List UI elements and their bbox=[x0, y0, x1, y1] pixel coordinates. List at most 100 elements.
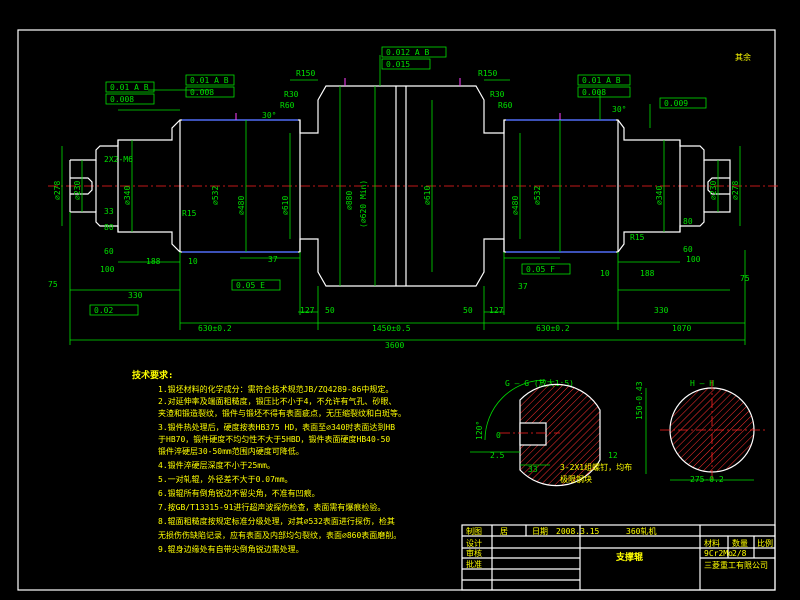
tb-part-name: 支撑辊 bbox=[615, 551, 643, 563]
tb-draw-by: 居 bbox=[500, 527, 508, 536]
tb-date: 2008.3.15 bbox=[556, 527, 600, 536]
dim-d340-left: ⌀340 bbox=[123, 186, 132, 205]
gdt-left3-text: 0.01 A B bbox=[190, 76, 229, 85]
gdt-right1-text: 0.01 A B bbox=[582, 76, 621, 85]
dim-75-right: 75 bbox=[740, 274, 750, 283]
dim-r60-left: R60 bbox=[280, 101, 295, 110]
dim-10-left: 10 bbox=[188, 257, 198, 266]
gdt-left2-text: 0.008 bbox=[110, 95, 134, 104]
note-line: 2.对延伸率及端面粗糙度，锻压比不小于4，不允许有气孔、砂眼、 bbox=[158, 396, 396, 406]
tb-qty-label: 数量 bbox=[732, 538, 748, 548]
tb-material-label: 材料 bbox=[704, 538, 720, 548]
dim-80-left: 80 bbox=[104, 223, 114, 232]
surface-marks bbox=[235, 78, 561, 120]
gdt-right2-text: 0.008 bbox=[582, 88, 606, 97]
dim-1450: 1450±0.5 bbox=[372, 324, 411, 333]
dim-d278-left: ⌀278 bbox=[53, 181, 62, 200]
dim-d620: (⌀620 Min) bbox=[359, 180, 368, 228]
dim-r150-left: R150 bbox=[296, 69, 315, 78]
g-dim-12: 12 bbox=[608, 451, 618, 460]
section-g-label: G — G (放大1:5) bbox=[505, 378, 574, 388]
dimension-lines bbox=[61, 55, 746, 345]
outer-frame bbox=[17, 29, 776, 591]
tb-company: 三菱重工有限公司 bbox=[704, 560, 768, 570]
dim-100-right: 100 bbox=[686, 255, 701, 264]
dim-60-left: 60 bbox=[104, 247, 114, 256]
dim-127-right: 127 bbox=[489, 306, 504, 315]
gdt-left1-text: 0.01 A B bbox=[110, 83, 149, 92]
gdt-right3-text: 0.009 bbox=[664, 99, 688, 108]
dim-d532-left: ⌀532 bbox=[211, 186, 220, 205]
note-line: 6.锻辊所有倒角锐边不留尖角，不准有凹痕。 bbox=[158, 488, 320, 498]
note-line: 8.辊面粗糙度按规定标准分级处理，对其⌀532表面进行探伤，检其 bbox=[158, 516, 395, 526]
gdt-frame-right1: 0.01 A B 0.008 bbox=[577, 74, 631, 98]
h-dim-275: 275-0.2 bbox=[690, 475, 724, 484]
dim-d480-left: ⌀480 bbox=[237, 196, 246, 215]
tb-check: 设计 bbox=[466, 538, 482, 548]
gdt-perp1-text: 0.05 E bbox=[236, 281, 265, 290]
dim-d480-right: ⌀480 bbox=[511, 196, 520, 215]
gdt-frame-left1: 0.01 A B 0.008 bbox=[105, 81, 155, 105]
dim-33: 33 bbox=[104, 207, 114, 216]
dim-1070: 1070 bbox=[672, 324, 691, 333]
dim-50-right: 50 bbox=[463, 306, 473, 315]
dim-d230-left: ⌀230 bbox=[73, 181, 82, 200]
note-line: 于HB70，锻件硬度不均匀性不大于5HBD，锻件表面硬度HB40-50 bbox=[158, 434, 390, 444]
dim-100-left: 100 bbox=[100, 265, 115, 274]
note-line: 7.按GB/T13315-91进行超声波探伤检查，表面需有爆痕检验。 bbox=[158, 502, 385, 512]
roughness-note: 其余 bbox=[735, 52, 751, 62]
dim-d340-right: ⌀340 bbox=[655, 186, 664, 205]
dim-r30-right: R30 bbox=[490, 90, 505, 99]
gdt-flat-text: 0.02 bbox=[94, 306, 113, 315]
g-dim-2.5: 2.5 bbox=[490, 451, 505, 460]
dim-37-right: 37 bbox=[518, 282, 528, 291]
dim-thread: 2X2-M6 bbox=[104, 155, 133, 164]
notes-title: 技术要求: bbox=[132, 369, 173, 381]
gdt-frame-center: 0.012 A B 0.015 bbox=[381, 46, 447, 70]
gdt-perp2: 0.05 F bbox=[521, 263, 571, 275]
tb-review: 审核 bbox=[466, 548, 482, 558]
gdt-frame-right2: 0.009 bbox=[659, 97, 707, 109]
title-block: 制图 居 日期 2008.3.15 360轧机 设计 审核 批准 支撑辊 材料 … bbox=[461, 524, 776, 591]
shaft-outline bbox=[69, 85, 731, 287]
gdt-flatness: 0.02 bbox=[89, 304, 139, 316]
dim-127-left: 127 bbox=[300, 306, 315, 315]
dim-r15-right: R15 bbox=[630, 233, 645, 242]
dim-d532-right: ⌀532 bbox=[533, 186, 542, 205]
dim-r15-left: R15 bbox=[182, 209, 197, 218]
dim-80-right: 80 bbox=[683, 217, 693, 226]
dim-330-left: 330 bbox=[128, 291, 143, 300]
g-note: 3-2X1组螺钉，均布 bbox=[560, 462, 632, 472]
g-dim-33: 33 bbox=[528, 465, 538, 474]
g-note2: 极限钢块 bbox=[560, 474, 592, 484]
note-line: 夹渣和锻造裂纹，锻件与锻坯不得有表面疵点，无压缩裂纹和白斑等。 bbox=[158, 408, 406, 418]
note-line: 3.锻件热处理后，硬度按表HB375 HD，表面至⌀340时表面达到HB bbox=[158, 422, 395, 432]
dim-30deg-right: 30° bbox=[612, 105, 626, 114]
tb-design: 制图 bbox=[466, 526, 482, 536]
dim-r60-right: R60 bbox=[498, 101, 513, 110]
dimension-texts: 630±0.2 1450±0.5 630±0.2 1070 3600 330 3… bbox=[48, 69, 750, 350]
tb-date-label: 日期 bbox=[532, 527, 548, 536]
dim-d230-right: ⌀230 bbox=[709, 181, 718, 200]
g-dim-0: 0 bbox=[496, 431, 501, 440]
section-g-view: G — G (放大1:5) 120° 0 2.5 33 12 3-2X1组螺钉，… bbox=[470, 378, 632, 487]
gdt-left4-text: 0.008 bbox=[190, 88, 214, 97]
dim-3600: 3600 bbox=[385, 341, 404, 350]
note-line: 5.一对轧辊，外径差不大于0.07mm。 bbox=[158, 474, 293, 484]
tb-scale-label: 比例 bbox=[757, 538, 773, 548]
dim-630-left: 630±0.2 bbox=[198, 324, 232, 333]
tb-approve: 批准 bbox=[466, 559, 482, 569]
gdt-perp2-text: 0.05 F bbox=[526, 265, 555, 274]
tb-part-class: 360轧机 bbox=[626, 526, 656, 536]
dim-60-right: 60 bbox=[683, 245, 693, 254]
dim-75-left: 75 bbox=[48, 280, 58, 289]
tb-qty: 2/8 bbox=[732, 549, 747, 558]
tb-material: 9Cr2Mo bbox=[704, 549, 733, 558]
h-dim-150: 150-0.43 bbox=[635, 381, 644, 420]
note-line: 锻件淬硬层30-50mm范围内硬度可降低。 bbox=[158, 446, 304, 456]
dim-d610-left: ⌀610 bbox=[281, 196, 290, 215]
gdt-center2-text: 0.015 bbox=[386, 60, 410, 69]
gdt-center1-text: 0.012 A B bbox=[386, 48, 430, 57]
